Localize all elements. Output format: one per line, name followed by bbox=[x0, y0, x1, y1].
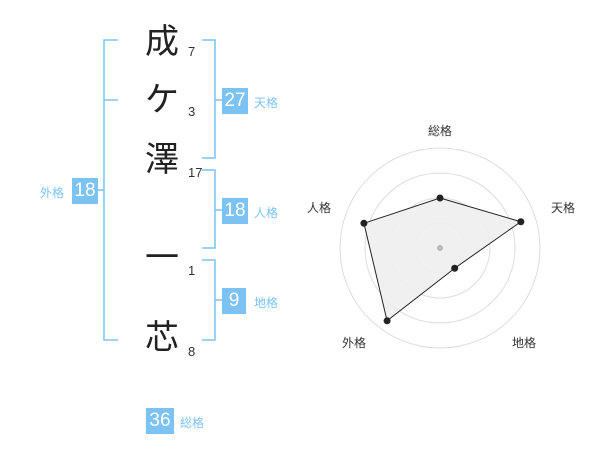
name-char-5: 芯 bbox=[145, 318, 179, 358]
tenkaku-label: 天格 bbox=[254, 96, 279, 110]
gaikaku-label: 外格 bbox=[40, 186, 65, 200]
chikaku-badge: 9 bbox=[222, 288, 246, 314]
stroke-count-5: 8 bbox=[188, 344, 196, 359]
radar-point-2 bbox=[517, 218, 525, 226]
radar-ring-4 bbox=[339, 147, 541, 349]
stroke-count-4: 1 bbox=[188, 263, 196, 278]
radar-label-gaikaku: 外格 bbox=[342, 336, 367, 350]
radar-label-tenkaku: 天格 bbox=[551, 201, 576, 215]
radar-label-jinkaku: 人格 bbox=[307, 201, 332, 215]
name-char-1: 成 bbox=[145, 22, 179, 62]
stroke-count-3: 17 bbox=[188, 165, 203, 180]
radar-point-1 bbox=[436, 194, 444, 202]
radar-label-soukaku: 総格 bbox=[428, 124, 453, 138]
radar-point-5 bbox=[360, 219, 368, 227]
jinkaku-bracket bbox=[202, 169, 216, 249]
radar-point-3 bbox=[451, 264, 459, 272]
name-char-2: ケ bbox=[145, 80, 179, 120]
stroke-count-2: 3 bbox=[188, 104, 196, 119]
jinkaku-badge: 18 bbox=[222, 198, 248, 224]
radar-point-4 bbox=[383, 317, 391, 325]
gaikaku-badge: 18 bbox=[72, 178, 98, 204]
radar-ring-3 bbox=[364, 172, 516, 324]
name-char-4: 一 bbox=[145, 238, 179, 278]
chikaku-label: 地格 bbox=[254, 296, 279, 310]
jinkaku-label: 人格 bbox=[254, 206, 279, 220]
name-char-3: 澤 bbox=[145, 140, 179, 180]
radar-center-dot bbox=[437, 245, 443, 251]
tenkaku-bracket bbox=[202, 39, 216, 159]
stroke-count-1: 7 bbox=[188, 44, 196, 59]
radar-series-polygon bbox=[363, 197, 522, 322]
tenkaku-badge: 27 bbox=[222, 88, 248, 114]
soukaku-label: 総格 bbox=[180, 416, 205, 430]
radar-label-chikaku: 地格 bbox=[512, 336, 537, 350]
soukaku-badge: 36 bbox=[146, 408, 174, 434]
